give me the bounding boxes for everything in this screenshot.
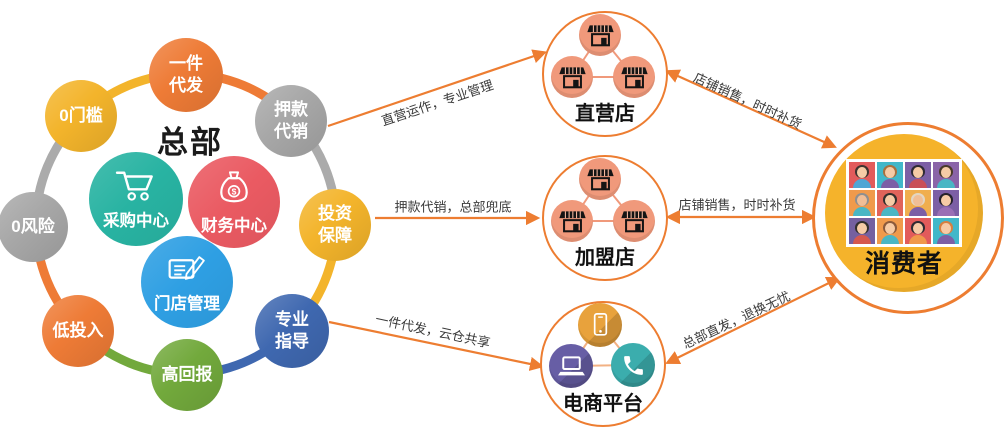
hub-center-finance: 财务中心 bbox=[188, 156, 280, 248]
channel-label: 电商平台 bbox=[563, 393, 643, 415]
smartphone-icon bbox=[578, 303, 622, 347]
avatar bbox=[933, 218, 959, 244]
hub-center-label: 采购中心 bbox=[103, 211, 169, 230]
hub-benefit-label: 投资保障 bbox=[317, 204, 352, 245]
flow-label-store-sales-mid: 店铺销售，时时补货 bbox=[678, 197, 796, 213]
storefront-icon bbox=[613, 56, 655, 98]
channel-ecommerce-platform: 电商平台 bbox=[540, 301, 666, 427]
channel-direct-store: 直营店 bbox=[542, 11, 668, 137]
avatar bbox=[905, 162, 931, 188]
hub-center-procurement: 采购中心 bbox=[89, 152, 183, 246]
flow-arrows bbox=[327, 49, 841, 371]
channel-franchise-store: 加盟店 bbox=[542, 155, 668, 281]
hub-benefit-label: 0风险 bbox=[11, 217, 55, 237]
avatar bbox=[849, 162, 875, 188]
channel-label: 加盟店 bbox=[575, 247, 635, 269]
avatar bbox=[933, 190, 959, 216]
avatar bbox=[877, 218, 903, 244]
hub-benefit-label: 高回报 bbox=[161, 365, 213, 385]
hub-benefit-high-return: 高回报 bbox=[151, 339, 223, 411]
cart-icon bbox=[114, 168, 158, 204]
hub-benefit-label: 押款代销 bbox=[273, 100, 308, 141]
arrow-hq-to-direct-store bbox=[327, 49, 548, 128]
hub-benefit-low-investment: 低投入 bbox=[42, 295, 114, 367]
hub-benefit-professional-guidance: 专业指导 bbox=[255, 294, 329, 368]
laptop-icon bbox=[549, 344, 593, 388]
storefront-icon bbox=[551, 56, 593, 98]
hub-benefit-consignment: 押款代销 bbox=[255, 85, 327, 157]
storefront-icon bbox=[551, 200, 593, 242]
hub-benefit-zero-risk: 0风险 bbox=[0, 192, 68, 262]
avatar bbox=[849, 218, 875, 244]
arrow-ecommerce-consumer bbox=[665, 277, 841, 364]
hub-benefit-label: 低投入 bbox=[52, 321, 104, 341]
phone-call-icon bbox=[611, 343, 655, 387]
consumer-avatar-grid bbox=[846, 159, 962, 247]
avatar bbox=[905, 218, 931, 244]
hub-benefit-dropshipping: 一件代发 bbox=[149, 38, 223, 112]
avatar bbox=[877, 190, 903, 216]
storefront-icon bbox=[579, 14, 621, 56]
arrow-hq-to-ecommerce bbox=[328, 320, 545, 371]
storefront-icon bbox=[613, 200, 655, 242]
hub-benefit-label: 一件代发 bbox=[168, 54, 203, 95]
hub-center-label: 财务中心 bbox=[201, 216, 267, 235]
flow-label-consignment: 押款代销，总部兜底 bbox=[394, 199, 512, 215]
hub-benefit-zero-threshold: 0门槛 bbox=[45, 80, 117, 152]
avatar bbox=[849, 190, 875, 216]
avatar bbox=[905, 190, 931, 216]
hub-center-label: 门店管理 bbox=[154, 295, 220, 313]
hub-benefit-label: 专业指导 bbox=[274, 310, 309, 351]
avatar bbox=[933, 162, 959, 188]
avatar bbox=[877, 162, 903, 188]
hub-benefit-investment-guarantee: 投资保障 bbox=[299, 189, 371, 261]
consumer-label: 消费者 bbox=[864, 250, 943, 278]
hub-benefit-label: 0门槛 bbox=[59, 106, 103, 126]
channel-label: 直营店 bbox=[575, 103, 635, 125]
storefront-icon bbox=[579, 158, 621, 200]
money-bag-icon bbox=[216, 169, 252, 209]
consumer-circle: 消费者 bbox=[825, 134, 983, 292]
document-pencil-icon bbox=[166, 250, 208, 287]
arrow-direct-store-consumer bbox=[665, 69, 837, 149]
hub-title: 总部 bbox=[157, 125, 223, 160]
hub-center-store-management: 门店管理 bbox=[141, 236, 233, 328]
